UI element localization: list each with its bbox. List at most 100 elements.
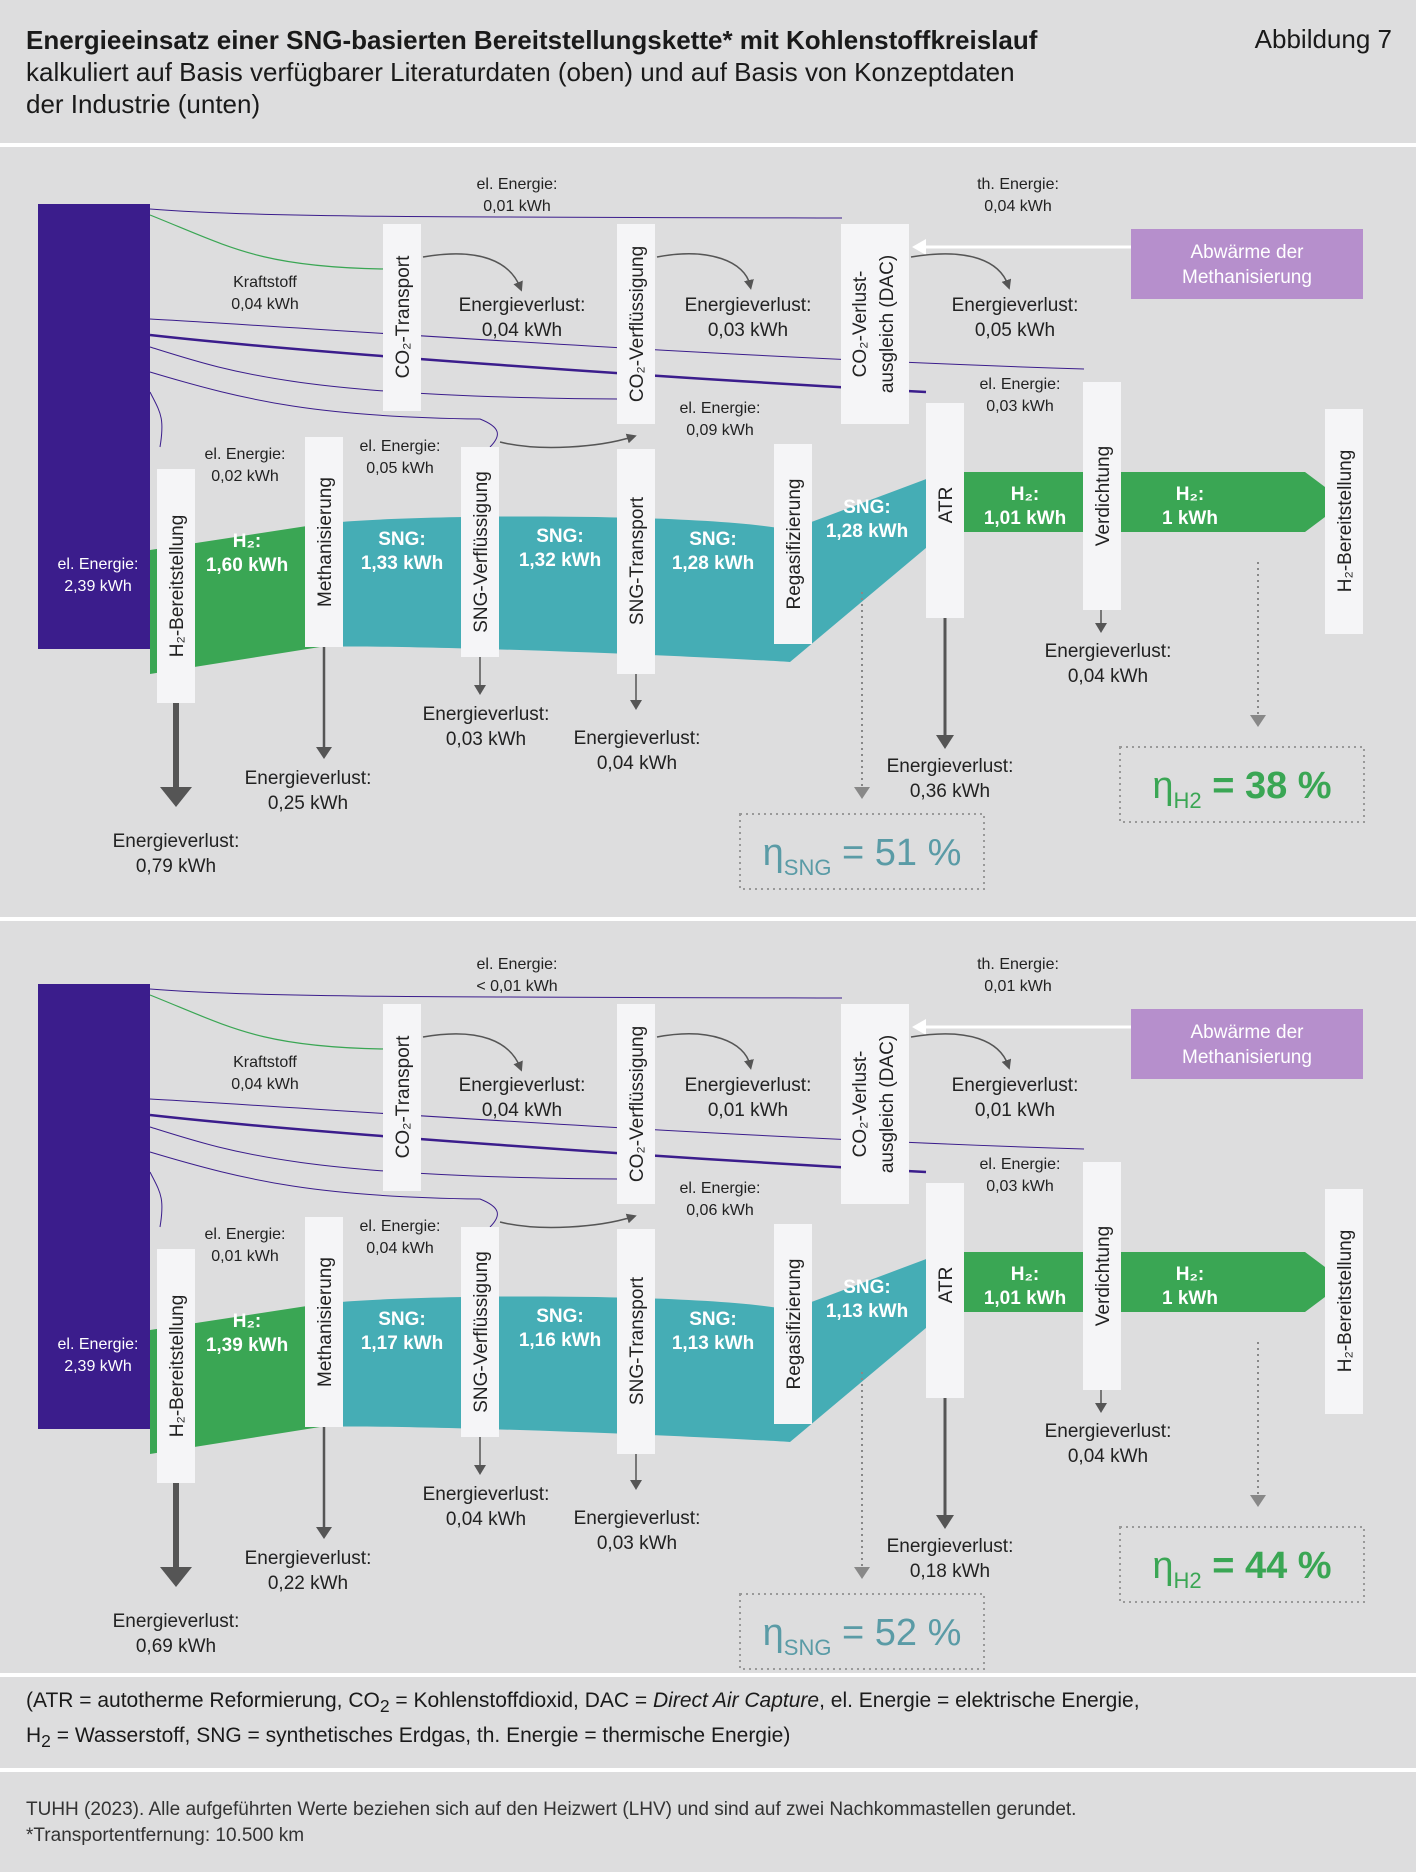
divider-footer <box>0 1768 1416 1772</box>
loss-arrowhead-verdichtung <box>1095 1403 1107 1413</box>
el-energy-h2-value: 0,02 kWh <box>211 468 279 485</box>
sng-flow-band-atr <box>790 1252 945 1442</box>
station-atr <box>926 403 964 618</box>
el-energy-input-label: el. Energie: <box>58 1336 139 1353</box>
loss-dac-value: 0,01 kWh <box>975 1100 1055 1121</box>
loss-atr-value: 0,36 kWh <box>910 781 990 802</box>
electricity-source-bar <box>38 204 150 649</box>
el-arrow-co2-verfluessigung <box>499 1213 637 1229</box>
loss-arrowhead-atr <box>936 735 954 749</box>
header: Energieeinsatz einer SNG-basierten Berei… <box>0 0 1416 143</box>
loss-h2-label: Energieverlust: <box>113 831 240 852</box>
station-dac-label-1: CO₂-Verlust- <box>850 271 871 378</box>
station-regasifizierung-label: Regasifizierung <box>784 479 805 610</box>
h2-flow-band-end <box>945 472 1345 532</box>
eta-sng-number: = 52 % <box>831 1612 961 1654</box>
loss-arrow-co2-verfluessigung <box>656 253 754 290</box>
eta-sng-number: = 51 % <box>831 832 961 874</box>
loss-arrowhead-atr <box>936 1515 954 1529</box>
flow-sng-2-value: 1,32 kWh <box>519 550 601 571</box>
divider-legend <box>0 1673 1416 1677</box>
figure-number: Abbildung 7 <box>1254 24 1392 54</box>
el-energy-input-value: 2,39 kWh <box>64 578 132 595</box>
el-energy-top-value: < 0,01 kWh <box>476 978 557 995</box>
waste-heat-label-1: Abwärme der <box>1191 1022 1305 1043</box>
waste-heat-arrowhead <box>912 239 926 255</box>
station-h2-bereitstellung-label: H₂-Bereitstellung <box>167 1295 188 1438</box>
flow-sng-2-label: SNG: <box>536 526 584 547</box>
eta-sng-pointer-head <box>854 787 870 799</box>
loss-co2-transport-label: Energieverlust: <box>459 1075 586 1096</box>
loss-co2-transport-value: 0,04 kWh <box>482 1100 562 1121</box>
station-regasifizierung <box>774 444 812 644</box>
eta-h2-pointer-head <box>1250 715 1266 727</box>
station-methanisierung-label: Methanisierung <box>315 477 336 607</box>
figure-title: Energieeinsatz einer SNG-basierten Berei… <box>26 24 1136 120</box>
el-energy-co2-verfluessigung-label: el. Energie: <box>680 400 761 417</box>
sng-flow-band-atr <box>790 472 945 662</box>
loss-arrow-dac <box>910 253 1012 290</box>
station-regasifizierung-label: Regasifizierung <box>784 1259 805 1390</box>
legend-text: = Wasserstoff, SNG = synthetisches Erdga… <box>50 1724 791 1748</box>
station-h2-bereitstellung <box>157 469 195 703</box>
divider-middle <box>0 917 1416 921</box>
eta-h2-symbol: η <box>1152 765 1173 807</box>
footer: TUHH (2023). Alle aufgeführten Werte bez… <box>26 1797 1396 1849</box>
eta-sng-value: ηSNG = 52 % <box>763 1612 962 1660</box>
loss-h2-label: Energieverlust: <box>113 1611 240 1632</box>
th-energy-top-label: th. Energie: <box>977 176 1059 193</box>
flow-sng-1-value: 1,33 kWh <box>361 553 443 574</box>
station-co2-verfluessigung-label: CO₂-Verflüssigung <box>627 1026 648 1182</box>
legend-text: (ATR = autotherme Reformierung, CO <box>26 1689 380 1712</box>
legend-sub: 2 <box>41 1731 51 1752</box>
station-co2-verfluessigung <box>617 224 655 424</box>
eta-h2-symbol: η <box>1152 1545 1173 1587</box>
fuel-line-co2-transport <box>149 214 385 270</box>
station-co2-transport <box>383 224 421 411</box>
flow-h2-atr-label: H₂: <box>1011 1264 1040 1285</box>
el-energy-verdichtung-value: 0,03 kWh <box>986 398 1054 415</box>
loss-dac-value: 0,05 kWh <box>975 320 1055 341</box>
loss-verdichtung-value: 0,04 kWh <box>1068 1446 1148 1467</box>
station-h2-bereitstellung-end <box>1325 1189 1363 1414</box>
station-dac <box>841 1004 909 1204</box>
loss-arrowhead-h2 <box>160 787 192 807</box>
loss-sng-verfluessigung-value: 0,04 kWh <box>446 1509 526 1530</box>
loss-dac-label: Energieverlust: <box>952 295 1079 316</box>
loss-co2-verfluessigung-value: 0,03 kWh <box>708 320 788 341</box>
station-h2-bereitstellung-end-label: H₂-Bereitstellung <box>1335 450 1356 593</box>
eta-h2-box <box>1119 1526 1365 1603</box>
loss-sng-transport-label: Energieverlust: <box>574 728 701 749</box>
flow-sng-3-value: 1,28 kWh <box>672 553 754 574</box>
eta-sng-symbol: η <box>763 1612 784 1654</box>
waste-heat-label-1: Abwärme der <box>1191 242 1305 263</box>
el-energy-co2-verfluessigung-value: 0,09 kWh <box>686 422 754 439</box>
legend-line-2: H2 = Wasserstoff, SNG = synthetisches Er… <box>26 1721 1396 1756</box>
title-line-3: der Industrie (unten) <box>26 89 261 119</box>
station-h2-bereitstellung-end-label: H₂-Bereitstellung <box>1335 1230 1356 1373</box>
eta-h2-subscript: H2 <box>1174 788 1202 813</box>
eta-h2-value: ηH2 = 44 % <box>1152 1545 1331 1593</box>
station-sng-verfluessigung <box>461 447 499 657</box>
loss-arrowhead-methanisierung <box>316 747 332 759</box>
flow-h2-label: H₂: <box>233 531 262 552</box>
el-energy-verdichtung-label: el. Energie: <box>980 1156 1061 1173</box>
eta-h2-subscript: H2 <box>1174 1568 1202 1593</box>
el-energy-verdichtung-label: el. Energie: <box>980 376 1061 393</box>
el-energy-sng-verfluessigung-value: 0,04 kWh <box>366 1240 434 1257</box>
station-co2-verfluessigung <box>617 1004 655 1204</box>
th-energy-top-value: 0,04 kWh <box>984 198 1052 215</box>
eta-sng-box <box>739 813 985 890</box>
loss-atr-label: Energieverlust: <box>887 1536 1014 1557</box>
loss-sng-transport-value: 0,03 kWh <box>597 1533 677 1554</box>
loss-arrowhead-sng-verfluessigung <box>474 1465 486 1475</box>
flow-sng-4-label: SNG: <box>843 497 891 518</box>
eta-h2-box <box>1119 746 1365 823</box>
flow-h2-value: 1,60 kWh <box>206 555 288 576</box>
el-line-co2-verfluessigung <box>149 1126 619 1180</box>
flow-sng-2-label: SNG: <box>536 1306 584 1327</box>
sng-flow-band <box>320 516 790 662</box>
station-co2-verfluessigung-label: CO₂-Verflüssigung <box>627 246 648 402</box>
th-energy-top-label: th. Energie: <box>977 956 1059 973</box>
